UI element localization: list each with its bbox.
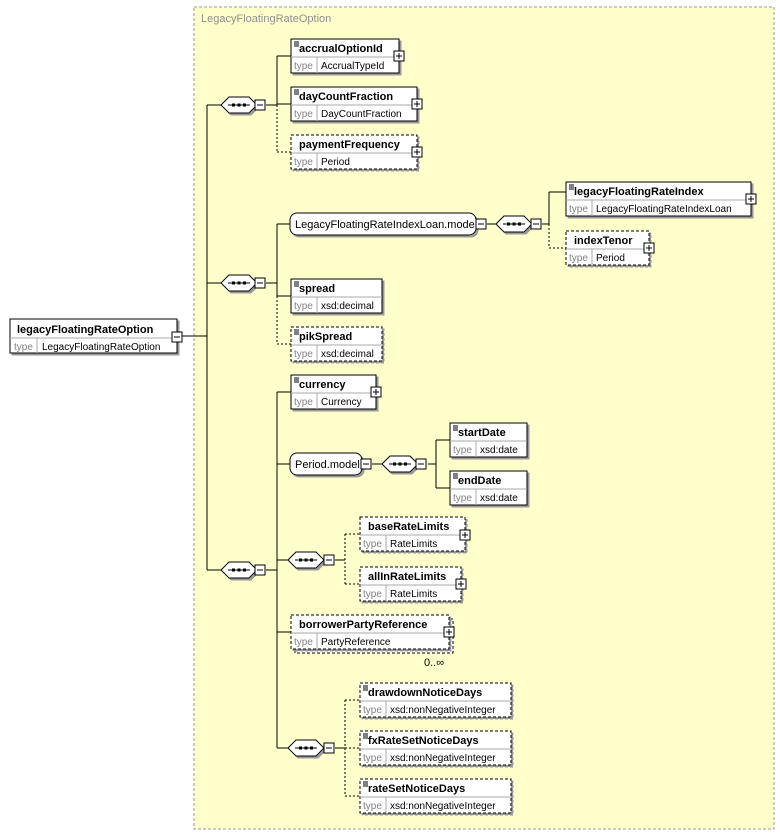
element-payment-frequency[interactable]: paymentFrequency type Period bbox=[290, 134, 423, 170]
svg-text:type: type bbox=[569, 253, 588, 264]
svg-text:type: type bbox=[294, 157, 313, 168]
svg-text:currency: currency bbox=[299, 379, 346, 391]
element-index-tenor[interactable]: indexTenor type Period bbox=[565, 230, 655, 266]
svg-text:AccrualTypeId: AccrualTypeId bbox=[321, 61, 384, 72]
svg-text:type: type bbox=[294, 397, 313, 408]
cardinality-label: 0..∞ bbox=[424, 657, 444, 669]
root-type: LegacyFloatingRateOption bbox=[42, 342, 160, 353]
svg-text:xsd:nonNegativeInteger: xsd:nonNegativeInteger bbox=[390, 705, 496, 716]
optional-sequence-rate-limits[interactable] bbox=[287, 551, 335, 569]
svg-text:indexTenor: indexTenor bbox=[574, 235, 633, 247]
group-loan-model[interactable]: LegacyFloatingRateIndexLoan.model bbox=[289, 212, 487, 236]
svg-text:pikSpread: pikSpread bbox=[299, 331, 352, 343]
svg-text:LegacyFloatingRateIndexLoan.mo: LegacyFloatingRateIndexLoan.model bbox=[295, 219, 477, 231]
svg-text:xsd:decimal: xsd:decimal bbox=[321, 301, 374, 312]
svg-text:type: type bbox=[363, 539, 382, 550]
svg-text:type: type bbox=[363, 589, 382, 600]
element-pik-spread[interactable]: pikSpread type xsd:decimal bbox=[290, 326, 383, 362]
svg-text:type: type bbox=[453, 445, 472, 456]
svg-text:startDate: startDate bbox=[458, 427, 506, 439]
svg-text:type: type bbox=[294, 109, 313, 120]
svg-text:type: type bbox=[294, 61, 313, 72]
svg-text:dayCountFraction: dayCountFraction bbox=[299, 91, 393, 103]
element-spread[interactable]: spread type xsd:decimal bbox=[290, 278, 383, 314]
sequence-compositor-period-model[interactable] bbox=[381, 455, 427, 473]
svg-text:rateSetNoticeDays: rateSetNoticeDays bbox=[368, 783, 465, 795]
element-start-date[interactable]: startDate type xsd:date bbox=[449, 422, 528, 458]
svg-text:LegacyFloatingRateIndexLoan: LegacyFloatingRateIndexLoan bbox=[596, 204, 732, 215]
element-fx-rate-set-notice-days[interactable]: fxRateSetNoticeDays type xsd:nonNegative… bbox=[359, 730, 512, 766]
element-borrower-party-reference[interactable]: borrowerPartyReference type PartyReferen… bbox=[290, 614, 455, 669]
svg-text:type: type bbox=[569, 204, 588, 215]
element-drawdown-notice-days[interactable]: drawdownNoticeDays type xsd:nonNegativeI… bbox=[359, 682, 512, 718]
sequence-compositor-2[interactable] bbox=[220, 274, 266, 292]
element-base-rate-limits[interactable]: baseRateLimits type RateLimits bbox=[359, 516, 471, 552]
svg-text:Period.model: Period.model bbox=[295, 459, 360, 471]
svg-text:spread: spread bbox=[299, 283, 335, 295]
root-element[interactable]: legacyFloatingRateOption type LegacyFloa… bbox=[9, 318, 178, 354]
svg-text:allInRateLimits: allInRateLimits bbox=[368, 571, 446, 583]
svg-text:xsd:date: xsd:date bbox=[480, 493, 518, 504]
svg-text:xsd:nonNegativeInteger: xsd:nonNegativeInteger bbox=[390, 801, 496, 812]
svg-text:xsd:date: xsd:date bbox=[480, 445, 518, 456]
svg-text:PartyReference: PartyReference bbox=[321, 637, 391, 648]
svg-text:RateLimits: RateLimits bbox=[390, 589, 437, 600]
svg-text:type: type bbox=[294, 301, 313, 312]
svg-text:type: type bbox=[453, 493, 472, 504]
element-end-date[interactable]: endDate type xsd:date bbox=[449, 470, 528, 506]
svg-text:DayCountFraction: DayCountFraction bbox=[321, 109, 402, 120]
element-currency[interactable]: currency type Currency bbox=[290, 374, 382, 410]
svg-text:type: type bbox=[363, 753, 382, 764]
collapse-icon[interactable] bbox=[171, 331, 183, 343]
svg-text:legacyFloatingRateIndex: legacyFloatingRateIndex bbox=[574, 186, 704, 198]
svg-text:type: type bbox=[363, 801, 382, 812]
group-title: LegacyFloatingRateOption bbox=[201, 13, 331, 25]
svg-text:type: type bbox=[294, 349, 313, 360]
svg-text:drawdownNoticeDays: drawdownNoticeDays bbox=[368, 687, 482, 699]
svg-text:RateLimits: RateLimits bbox=[390, 539, 437, 550]
element-day-count-fraction[interactable]: dayCountFraction type DayCountFraction bbox=[290, 86, 423, 122]
svg-text:type: type bbox=[363, 705, 382, 716]
element-legacy-floating-rate-index[interactable]: legacyFloatingRateIndex type LegacyFloat… bbox=[565, 181, 757, 217]
element-all-in-rate-limits[interactable]: allInRateLimits type RateLimits bbox=[359, 566, 467, 602]
svg-text:type: type bbox=[14, 342, 33, 353]
element-rate-set-notice-days[interactable]: rateSetNoticeDays type xsd:nonNegativeIn… bbox=[359, 778, 512, 814]
svg-text:Period: Period bbox=[321, 157, 350, 168]
sequence-compositor-loan-model[interactable] bbox=[495, 215, 542, 233]
sequence-compositor-3[interactable] bbox=[220, 561, 266, 579]
sequence-compositor-1[interactable] bbox=[220, 96, 266, 114]
svg-text:baseRateLimits: baseRateLimits bbox=[368, 521, 449, 533]
svg-text:accrualOptionId: accrualOptionId bbox=[299, 43, 383, 55]
svg-text:xsd:nonNegativeInteger: xsd:nonNegativeInteger bbox=[390, 753, 496, 764]
svg-text:Period: Period bbox=[596, 253, 625, 264]
element-accrual-option-id[interactable]: accrualOptionId type AccrualTypeId bbox=[290, 38, 405, 74]
svg-text:xsd:decimal: xsd:decimal bbox=[321, 349, 374, 360]
connector-lines bbox=[182, 55, 566, 797]
svg-text:borrowerPartyReference: borrowerPartyReference bbox=[299, 619, 427, 631]
svg-text:Currency: Currency bbox=[321, 397, 362, 408]
svg-text:endDate: endDate bbox=[458, 475, 501, 487]
root-name: legacyFloatingRateOption bbox=[17, 324, 154, 336]
svg-text:fxRateSetNoticeDays: fxRateSetNoticeDays bbox=[368, 735, 479, 747]
svg-text:type: type bbox=[294, 637, 313, 648]
optional-sequence-notice-days[interactable] bbox=[287, 739, 335, 757]
group-period-model[interactable]: Period.model bbox=[289, 452, 372, 476]
svg-text:paymentFrequency: paymentFrequency bbox=[299, 139, 401, 151]
